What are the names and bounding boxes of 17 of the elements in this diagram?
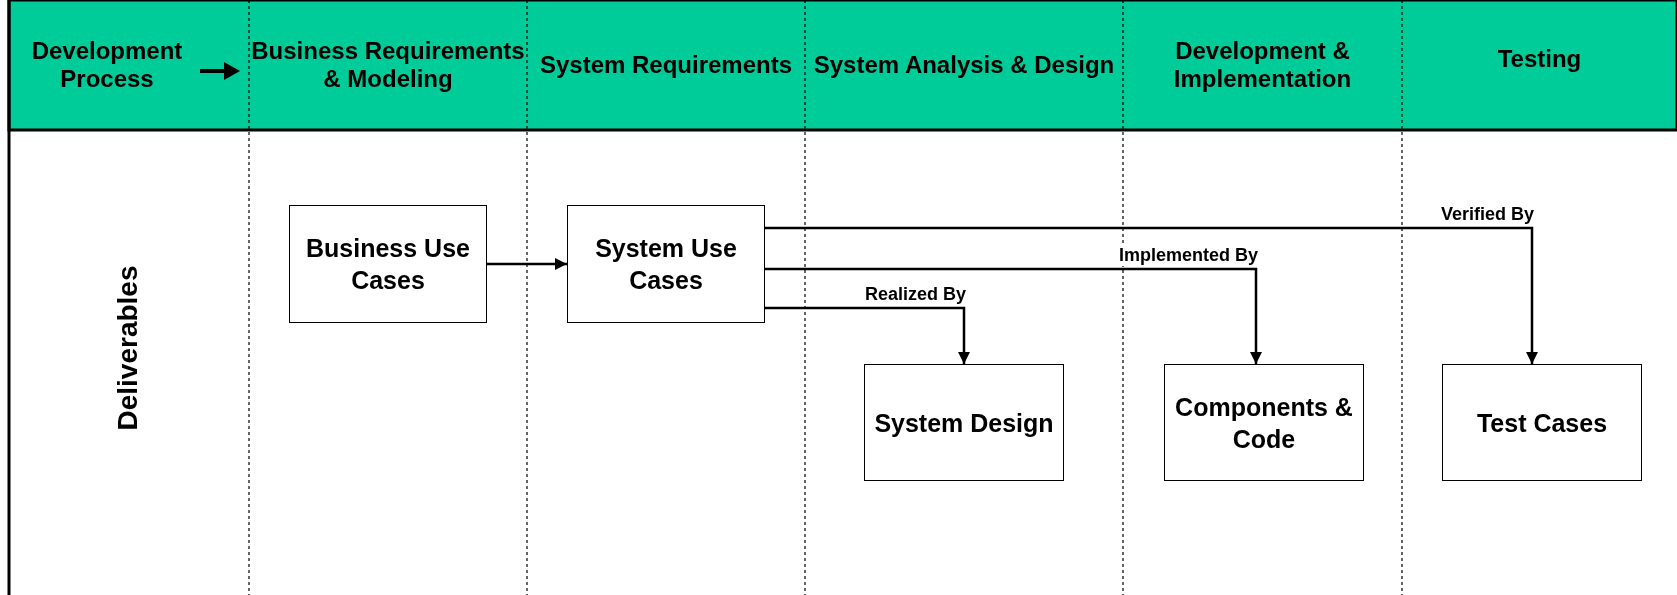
column-header: Business Requirements & Modeling <box>250 37 526 93</box>
deliverable-box: Components & Code <box>1164 364 1364 481</box>
row-header: Deliverables <box>112 265 144 431</box>
column-header: Development Process <box>30 37 184 93</box>
column-header: Testing <box>1497 45 1582 73</box>
deliverable-box: Test Cases <box>1442 364 1642 481</box>
deliverable-box: System Use Cases <box>567 205 765 323</box>
column-header: Development & Implementation <box>1172 37 1353 93</box>
edge-label: Verified By <box>1438 204 1536 225</box>
arrow <box>765 226 1539 364</box>
deliverable-box: System Design <box>864 364 1064 481</box>
arrow <box>487 257 567 271</box>
column-header: System Requirements <box>539 51 793 79</box>
arrow <box>765 267 1263 364</box>
deliverable-box: Business Use Cases <box>289 205 487 323</box>
arrow <box>765 306 971 364</box>
column-header: System Analysis & Design <box>813 51 1115 79</box>
